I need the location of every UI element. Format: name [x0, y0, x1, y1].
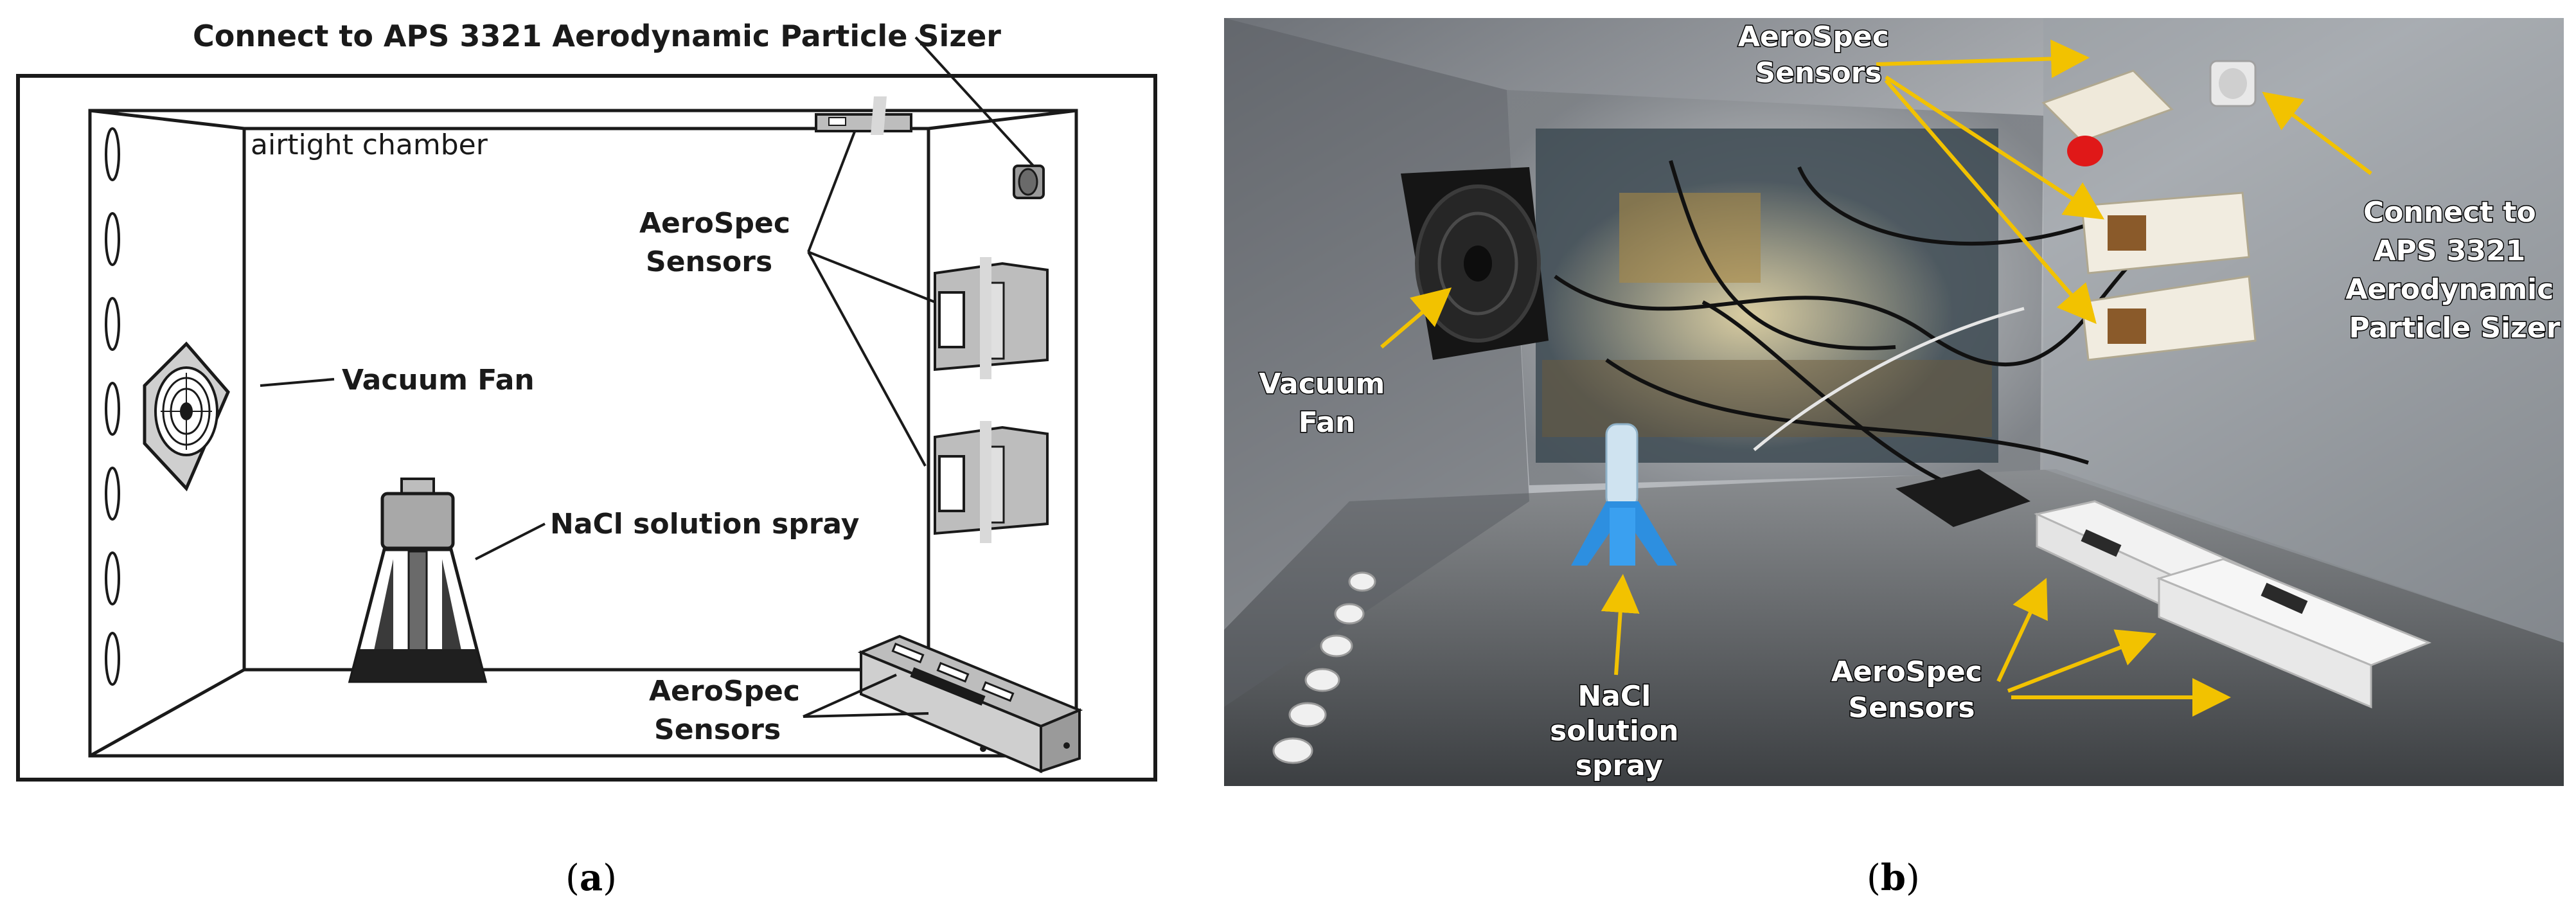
photo-white-tube [1753, 307, 2025, 451]
photo-port-fittings [1272, 571, 1376, 764]
caption-a: (a) [565, 857, 617, 899]
airtight-chamber-label: airtight chamber [251, 129, 488, 161]
photo-sensors-label-bottom: AeroSpec Sensors [1831, 656, 1992, 724]
photo-floor-aerospec-sensors [2034, 500, 2432, 709]
photo-red-button [2067, 136, 2103, 166]
photo-aps-label: Connect to APS 3321 Aerodynamic Particle… [2345, 196, 2563, 344]
photo-spray-label: NaCl solution spray [1550, 680, 1689, 782]
wall-aerospec-sensor-upper [934, 257, 1049, 379]
photo-wall-aerospec-sensors [2041, 69, 2257, 361]
ceiling-aerospec-sensor [815, 96, 912, 135]
photo-aps-connector [2209, 60, 2257, 107]
photo-nacl-sprayer [1571, 423, 1677, 566]
wall-aerospec-sensor-lower [934, 421, 1049, 543]
vacuum-fan [143, 341, 230, 492]
photo-fan-label: Vacuum Fan [1259, 368, 1394, 439]
spray-leader [475, 523, 546, 560]
nacl-spray-label: NaCl solution spray [550, 508, 859, 541]
vacuum-fan-label: Vacuum Fan [342, 364, 535, 397]
aps-connection-label: Connect to APS 3321 Aerodynamic Particle… [193, 19, 1001, 53]
photo-sensors-label-top: AeroSpec Sensors [1738, 21, 1899, 89]
sensors-label-upper: AeroSpec Sensors [639, 207, 800, 278]
caption-b: (b) [1867, 857, 1920, 899]
sensors-label-lower: AeroSpec Sensors [649, 675, 810, 746]
photo-right-wall [2043, 18, 2564, 643]
fan-leader [260, 378, 335, 387]
aps-port [1013, 165, 1045, 199]
nacl-spray-bottle [348, 478, 488, 683]
aps-connection-leader [914, 36, 1036, 168]
panel-b-photo: AeroSpec Sensors Connect to APS 3321 Aer… [1224, 18, 2564, 899]
floor-aerospec-sensors [857, 634, 1083, 774]
panel-a-schematic: Connect to APS 3321 Aerodynamic Particle… [16, 19, 1157, 899]
sensors-leader-upper [807, 131, 936, 467]
photo-floor-device [1896, 469, 2030, 527]
sensors-leader-lower [803, 674, 929, 718]
wall-port-holes [105, 127, 120, 686]
photo-annotation-arrows [1380, 39, 2372, 717]
